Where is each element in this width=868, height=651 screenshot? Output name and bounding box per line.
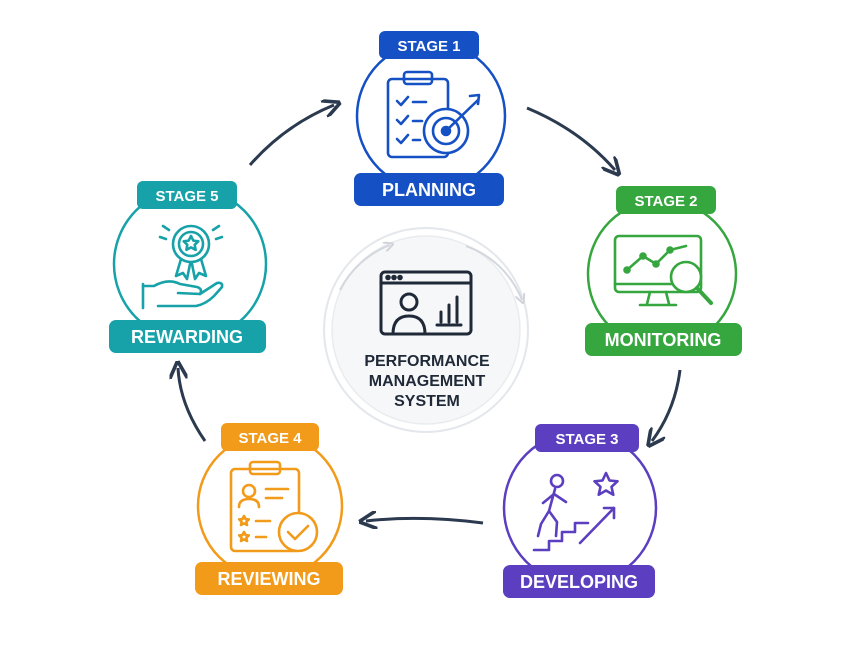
stage-1-planning: STAGE 1 PLANNING (354, 31, 507, 206)
stage-2-label: MONITORING (605, 330, 722, 350)
center-title-line1: PERFORMANCE (364, 353, 490, 370)
stage-3-badge: STAGE 3 (555, 431, 618, 448)
arrow-3-to-4 (366, 518, 484, 523)
stage-1-badge: STAGE 1 (397, 38, 460, 55)
clipboard-check-icon (229, 460, 319, 553)
dashboard-icon (379, 270, 473, 336)
arrow-1-to-2 (526, 106, 615, 170)
center-hub: PERFORMANCE MANAGEMENT SYSTEM (323, 227, 529, 433)
center-title-line3: SYSTEM (394, 393, 460, 410)
stage-5-label: REWARDING (131, 327, 243, 347)
arrow-5-to-1 (248, 105, 334, 166)
arrow-4-to-5 (178, 368, 207, 442)
stage-2-monitoring: STAGE 2 MONITORING (585, 186, 742, 356)
clipboard-target-icon (386, 70, 481, 159)
cycle-arrows (178, 105, 682, 523)
monitor-chart-icon (613, 234, 713, 307)
stage-3-developing: STAGE 3 DEVELOPING (502, 424, 658, 598)
center-title-line2: MANAGEMENT (369, 373, 486, 390)
stage-1-label: PLANNING (382, 180, 476, 200)
stage-4-reviewing: STAGE 4 REVIEWING (195, 423, 344, 595)
climbing-stairs-icon (532, 471, 619, 552)
stage-3-label: DEVELOPING (520, 572, 638, 592)
stage-5-badge: STAGE 5 (155, 188, 218, 205)
stage-5-rewarding: STAGE 5 REWARDING (109, 181, 268, 353)
stage-4-badge: STAGE 4 (238, 430, 302, 447)
arrow-2-to-3 (652, 369, 682, 441)
stage-2-badge: STAGE 2 (634, 193, 697, 210)
stage-4-label: REVIEWING (217, 569, 320, 589)
award-hand-icon (141, 224, 224, 310)
